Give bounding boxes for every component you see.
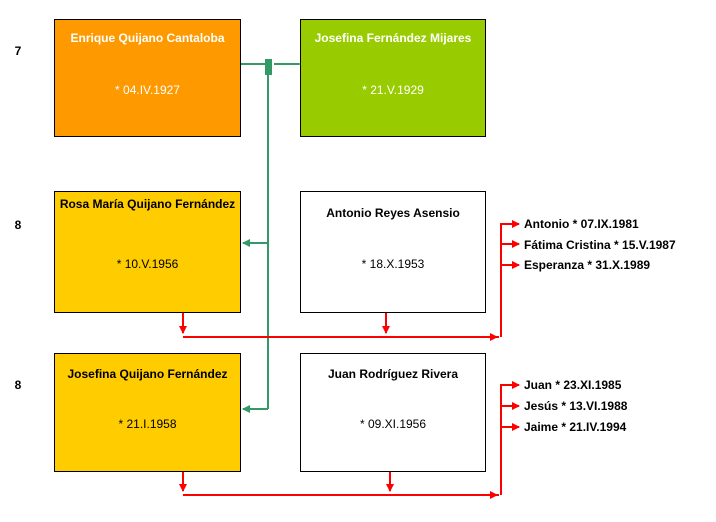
person-box-juan: Juan Rodríguez Rivera * 09.XI.1956 bbox=[300, 353, 486, 472]
person-birth-date: * 21.V.1929 bbox=[362, 83, 424, 97]
generation-label-7: 7 bbox=[14, 44, 22, 58]
generation-label-8-rosa: 8 bbox=[14, 218, 22, 232]
person-birth-date: * 10.V.1956 bbox=[116, 257, 179, 271]
person-box-enrique: Enrique Quijano Cantaloba * 04.IV.1927 bbox=[54, 19, 241, 137]
person-box-josefina-quijano: Josefina Quijano Fernández * 21.I.1958 bbox=[54, 353, 241, 472]
person-birth-date: * 09.XI.1956 bbox=[359, 417, 427, 431]
child-label: Juan * 23.XI.1985 bbox=[524, 378, 622, 392]
person-name: Josefina Fernández Mijares bbox=[314, 31, 472, 45]
person-birth-date: * 18.X.1953 bbox=[361, 257, 425, 271]
person-name: Antonio Reyes Asensio bbox=[326, 206, 460, 220]
person-name: Enrique Quijano Cantaloba bbox=[70, 31, 225, 45]
person-box-antonio: Antonio Reyes Asensio * 18.X.1953 bbox=[300, 191, 486, 313]
child-label: Antonio * 07.IX.1981 bbox=[524, 217, 639, 231]
person-box-josefina-fernandez: Josefina Fernández Mijares * 21.V.1929 bbox=[300, 19, 486, 137]
marriage-node bbox=[265, 59, 272, 75]
child-label: Fátima Cristina * 15.V.1987 bbox=[524, 238, 676, 252]
person-birth-date: * 21.I.1958 bbox=[118, 417, 177, 431]
child-label: Jaime * 21.IV.1994 bbox=[524, 420, 627, 434]
person-birth-date: * 04.IV.1927 bbox=[115, 83, 180, 97]
person-box-rosa: Rosa María Quijano Fernández * 10.V.1956 bbox=[54, 191, 241, 313]
person-name: Rosa María Quijano Fernández bbox=[59, 197, 236, 211]
generation-label-8-josefina: 8 bbox=[14, 378, 22, 392]
child-label: Jesús * 13.VI.1988 bbox=[524, 399, 628, 413]
child-label: Esperanza * 31.X.1989 bbox=[524, 258, 651, 272]
person-name: Josefina Quijano Fernández bbox=[67, 367, 228, 381]
person-name: Juan Rodríguez Rivera bbox=[327, 367, 459, 381]
